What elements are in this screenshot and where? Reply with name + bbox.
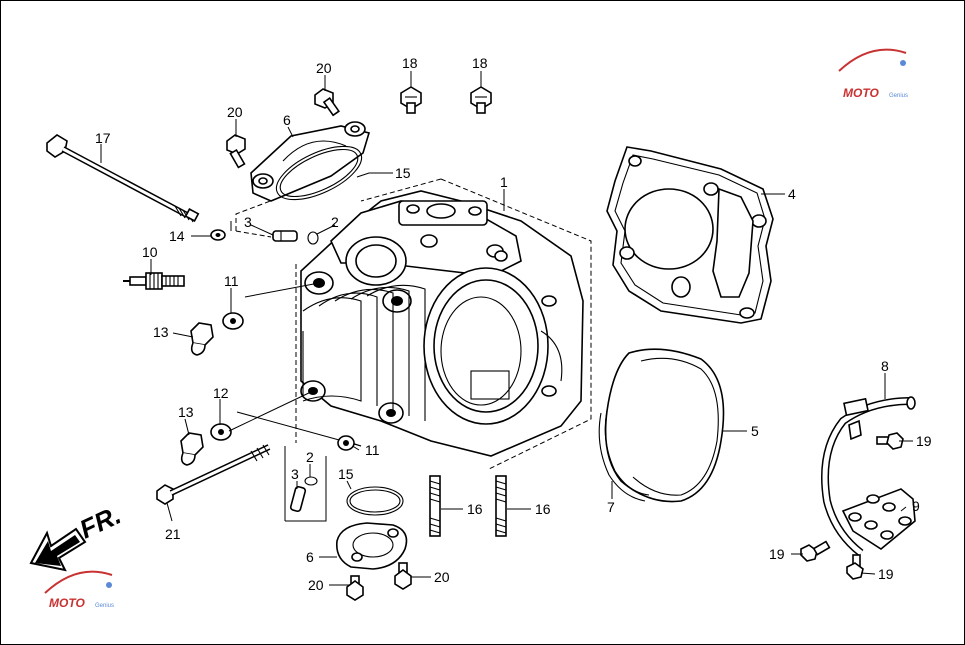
svg-text:MOTO: MOTO [843,86,879,100]
bolt-20-top-left [226,134,246,169]
callout-3-bottom: 3 [291,466,299,482]
assembly-guide-lines [230,178,592,522]
flange-bolt-21 [156,444,271,505]
callout-18-a: 18 [402,55,418,71]
callout-13-lower: 13 [178,404,194,420]
cap-nut-13-upper [190,322,214,356]
washer-12 [210,423,232,441]
callout-16-right: 16 [535,501,551,517]
callout-19-left: 19 [769,546,785,562]
stud-bolt-16-left [429,475,441,537]
callout-16-left: 16 [467,501,483,517]
callout-15-top: 15 [395,165,411,181]
callout-15-bottom: 15 [338,466,354,482]
callout-20-c: 20 [308,577,324,593]
callout-21: 21 [165,526,181,542]
callout-18-b: 18 [472,55,488,71]
bolt-19-left [800,540,831,562]
callout-6-bottom: 6 [306,549,314,565]
callout-1: 1 [500,174,508,190]
watermark-logo-top: MOTO Genius [838,48,908,100]
o-ring-2-bottom [304,476,318,486]
o-ring-15-bottom [346,486,404,516]
callout-11-lower: 11 [365,442,380,458]
oil-pipe-8 [821,396,916,557]
callout-2-bottom: 2 [306,449,314,465]
callout-10: 10 [142,244,158,260]
o-ring-2-top [307,231,319,245]
callout-20-d: 20 [434,569,450,585]
bolt-18-right [470,86,492,114]
washer-14 [210,229,226,241]
callout-2-top: 2 [331,214,339,230]
svg-text:Genius: Genius [95,603,114,609]
callout-9: 9 [912,498,920,514]
bolt-19-lower [846,554,864,580]
piston-5 [604,348,725,503]
callout-labels: 17 14 10 11 13 12 13 21 20 20 18 18 6 15… [95,55,932,593]
callout-11-upper: 11 [224,273,239,289]
callout-19-lower: 19 [878,566,894,582]
callout-19-upper: 19 [916,433,932,449]
piston-ring-7 [598,410,650,502]
tappet-cover-6-top [250,121,371,202]
o-ring-15-top [275,145,363,201]
callout-6-top: 6 [283,112,291,128]
dowel-pin-3-top [272,230,298,242]
stud-bolt-16-right [495,475,507,537]
callout-5: 5 [751,423,759,439]
tappet-cover-6-bottom [335,522,408,570]
pipe-clamp-9 [841,488,916,550]
cap-nut-13-lower [180,432,204,466]
callout-14: 14 [169,228,185,244]
bolt-19-upper [876,432,904,450]
callout-17: 17 [95,130,111,146]
callout-4: 4 [788,186,796,202]
callout-13-upper: 13 [153,324,169,340]
svg-text:MOTO: MOTO [49,596,85,610]
bolt-20-bottom-left [346,575,364,601]
callout-8: 8 [881,358,889,374]
spark-plug-10 [123,272,185,290]
callout-20-a: 20 [227,104,243,120]
long-bolt-17 [46,134,200,223]
dowel-pin-3-bottom [289,485,307,513]
callout-3-top: 3 [244,214,252,230]
cylinder-head-1 [300,190,584,457]
bolt-20-bottom-right [394,562,412,590]
front-direction-arrow: FR. [29,500,126,572]
callout-7: 7 [607,499,615,515]
svg-text:Genius: Genius [889,93,908,99]
head-gasket-4 [606,146,774,324]
watermark-logo-bottom: MOTO Genius [44,570,114,610]
callout-20-b: 20 [316,60,332,76]
callout-leader-lines [100,71,913,586]
bolt-20-top-right [314,88,340,117]
washer-11-upper [222,312,244,330]
bolt-18-left [400,86,422,114]
callout-12: 12 [213,385,229,401]
washer-11-lower [337,435,355,451]
